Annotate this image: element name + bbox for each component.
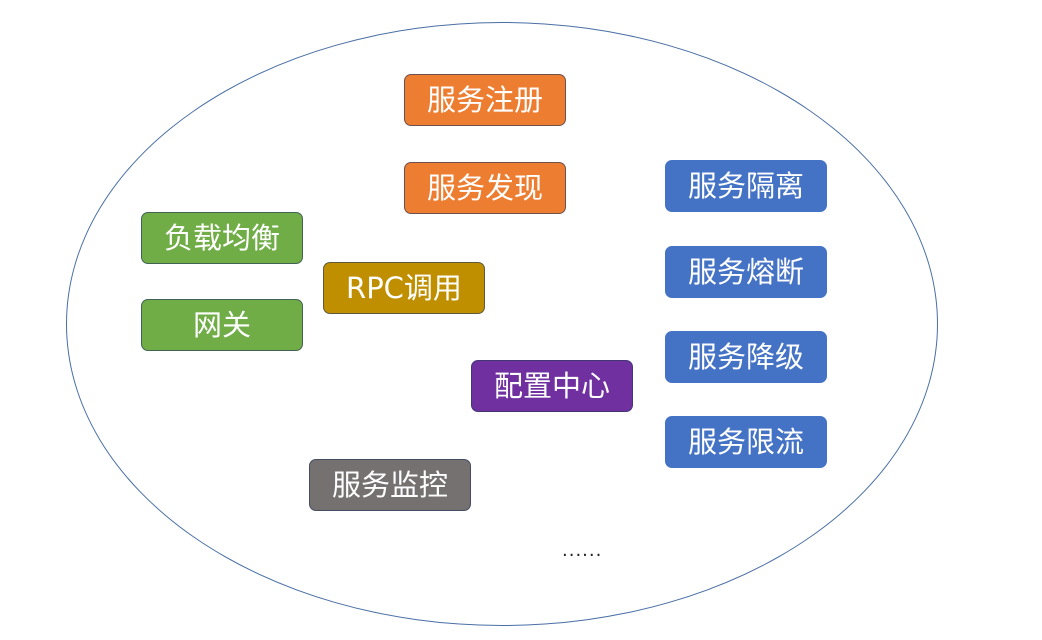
node-label: 服务注册 — [426, 82, 543, 117]
ellipsis-more: ...... — [562, 540, 603, 561]
node-rpc-call: RPC调用 — [323, 262, 485, 314]
node-label: RPC调用 — [346, 270, 462, 305]
node-label: 负载均衡 — [163, 220, 280, 255]
node-gateway: 网关 — [141, 299, 303, 351]
node-label: 配置中心 — [493, 368, 610, 403]
node-label: 服务隔离 — [687, 168, 804, 203]
node-label: 服务降级 — [687, 339, 804, 374]
node-service-circuit-breaker: 服务熔断 — [665, 246, 827, 298]
node-service-register: 服务注册 — [404, 74, 566, 126]
node-label: 服务熔断 — [687, 254, 804, 289]
node-service-degrade: 服务降级 — [665, 331, 827, 383]
node-service-discovery: 服务发现 — [404, 162, 566, 214]
node-service-monitor: 服务监控 — [309, 459, 471, 511]
node-label: 服务发现 — [426, 170, 543, 205]
node-service-isolation: 服务隔离 — [665, 160, 827, 212]
node-config-center: 配置中心 — [471, 360, 633, 412]
boundary-ellipse — [66, 22, 938, 626]
node-label: 服务监控 — [331, 467, 448, 502]
node-service-rate-limit: 服务限流 — [665, 416, 827, 468]
node-label: 网关 — [192, 307, 251, 342]
node-load-balancing: 负载均衡 — [141, 212, 303, 264]
node-label: 服务限流 — [687, 424, 804, 459]
